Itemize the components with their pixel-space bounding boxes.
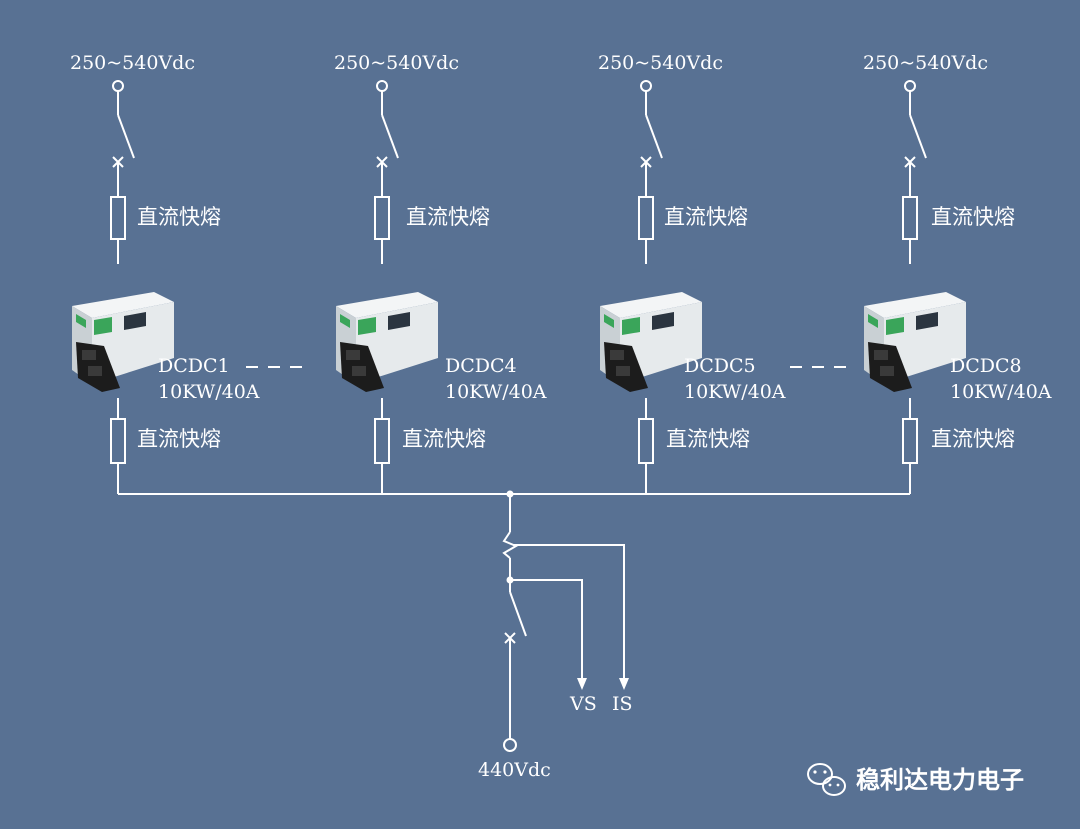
input-branch-2: 250~540Vdc 直流快熔 DCDC4 10KW/40A 直流快熔 [334,52,547,494]
is-label: IS [612,693,633,715]
dc-fuse-top [374,196,390,240]
module-rating: 10KW/40A [445,381,547,403]
dcdc-module-5 [600,292,702,392]
dcdc-module-8 [864,292,966,392]
input-voltage-label: 250~540Vdc [70,52,195,74]
disconnect-switch [117,114,135,159]
dc-fuse-bottom [638,418,654,464]
disconnect-switch [909,114,927,159]
fuse-bottom-label: 直流快熔 [402,427,486,451]
input-voltage-label: 250~540Vdc [863,52,988,74]
fuse-bottom-label: 直流快熔 [137,427,221,451]
module-name: DCDC4 [445,355,517,377]
input-terminal [904,80,916,92]
dc-fuse-bottom [902,418,918,464]
module-rating: 10KW/40A [158,381,260,403]
module-rating: 10KW/40A [950,381,1052,403]
fuse-top-label: 直流快熔 [931,205,1015,229]
vs-label: VS [569,693,597,715]
fuse-top-label: 直流快熔 [137,205,221,229]
fuse-top-label: 直流快熔 [664,205,748,229]
input-terminal [112,80,124,92]
output-disconnect-switch [509,591,527,637]
fuse-bottom-label: 直流快熔 [931,427,1015,451]
module-name: DCDC5 [684,355,756,377]
fuse-top-label: 直流快熔 [406,205,490,229]
dc-fuse-bottom [110,418,126,464]
dc-fuse-bottom [374,418,390,464]
dcdc-module-4 [336,292,438,392]
is-sense-line [513,544,625,686]
output-terminal [503,738,517,752]
input-voltage-label: 250~540Vdc [598,52,723,74]
input-branch-4: 250~540Vdc 直流快熔 DCDC8 10KW/40A 直流快熔 [863,52,1052,494]
watermark: 稳利达电力电子 [807,763,1024,796]
output-section: VS IS 440Vdc [478,494,633,781]
fuse-bottom-label: 直流快熔 [666,427,750,451]
input-terminal [640,80,652,92]
disconnect-switch [645,114,663,159]
input-terminal [376,80,388,92]
dc-fuse-top [638,196,654,240]
vs-sense-line [510,579,583,686]
dcdc-module-1 [72,292,174,392]
module-name: DCDC8 [950,355,1022,377]
output-voltage-label: 440Vdc [478,759,551,781]
input-voltage-label: 250~540Vdc [334,52,459,74]
watermark-text: 稳利达电力电子 [856,766,1024,794]
dc-fuse-top [902,196,918,240]
dc-fuse-top [110,196,126,240]
module-name: DCDC1 [158,355,230,377]
module-rating: 10KW/40A [684,381,786,403]
disconnect-switch [381,114,399,159]
input-branch-1: 250~540Vdc 直流快熔 DCDC1 10KW/40A 直流快熔 [70,52,260,494]
input-branch-3: 250~540Vdc 直流快熔 DCDC5 10KW/40A 直流快熔 [598,52,786,494]
wechat-icon [807,763,846,796]
